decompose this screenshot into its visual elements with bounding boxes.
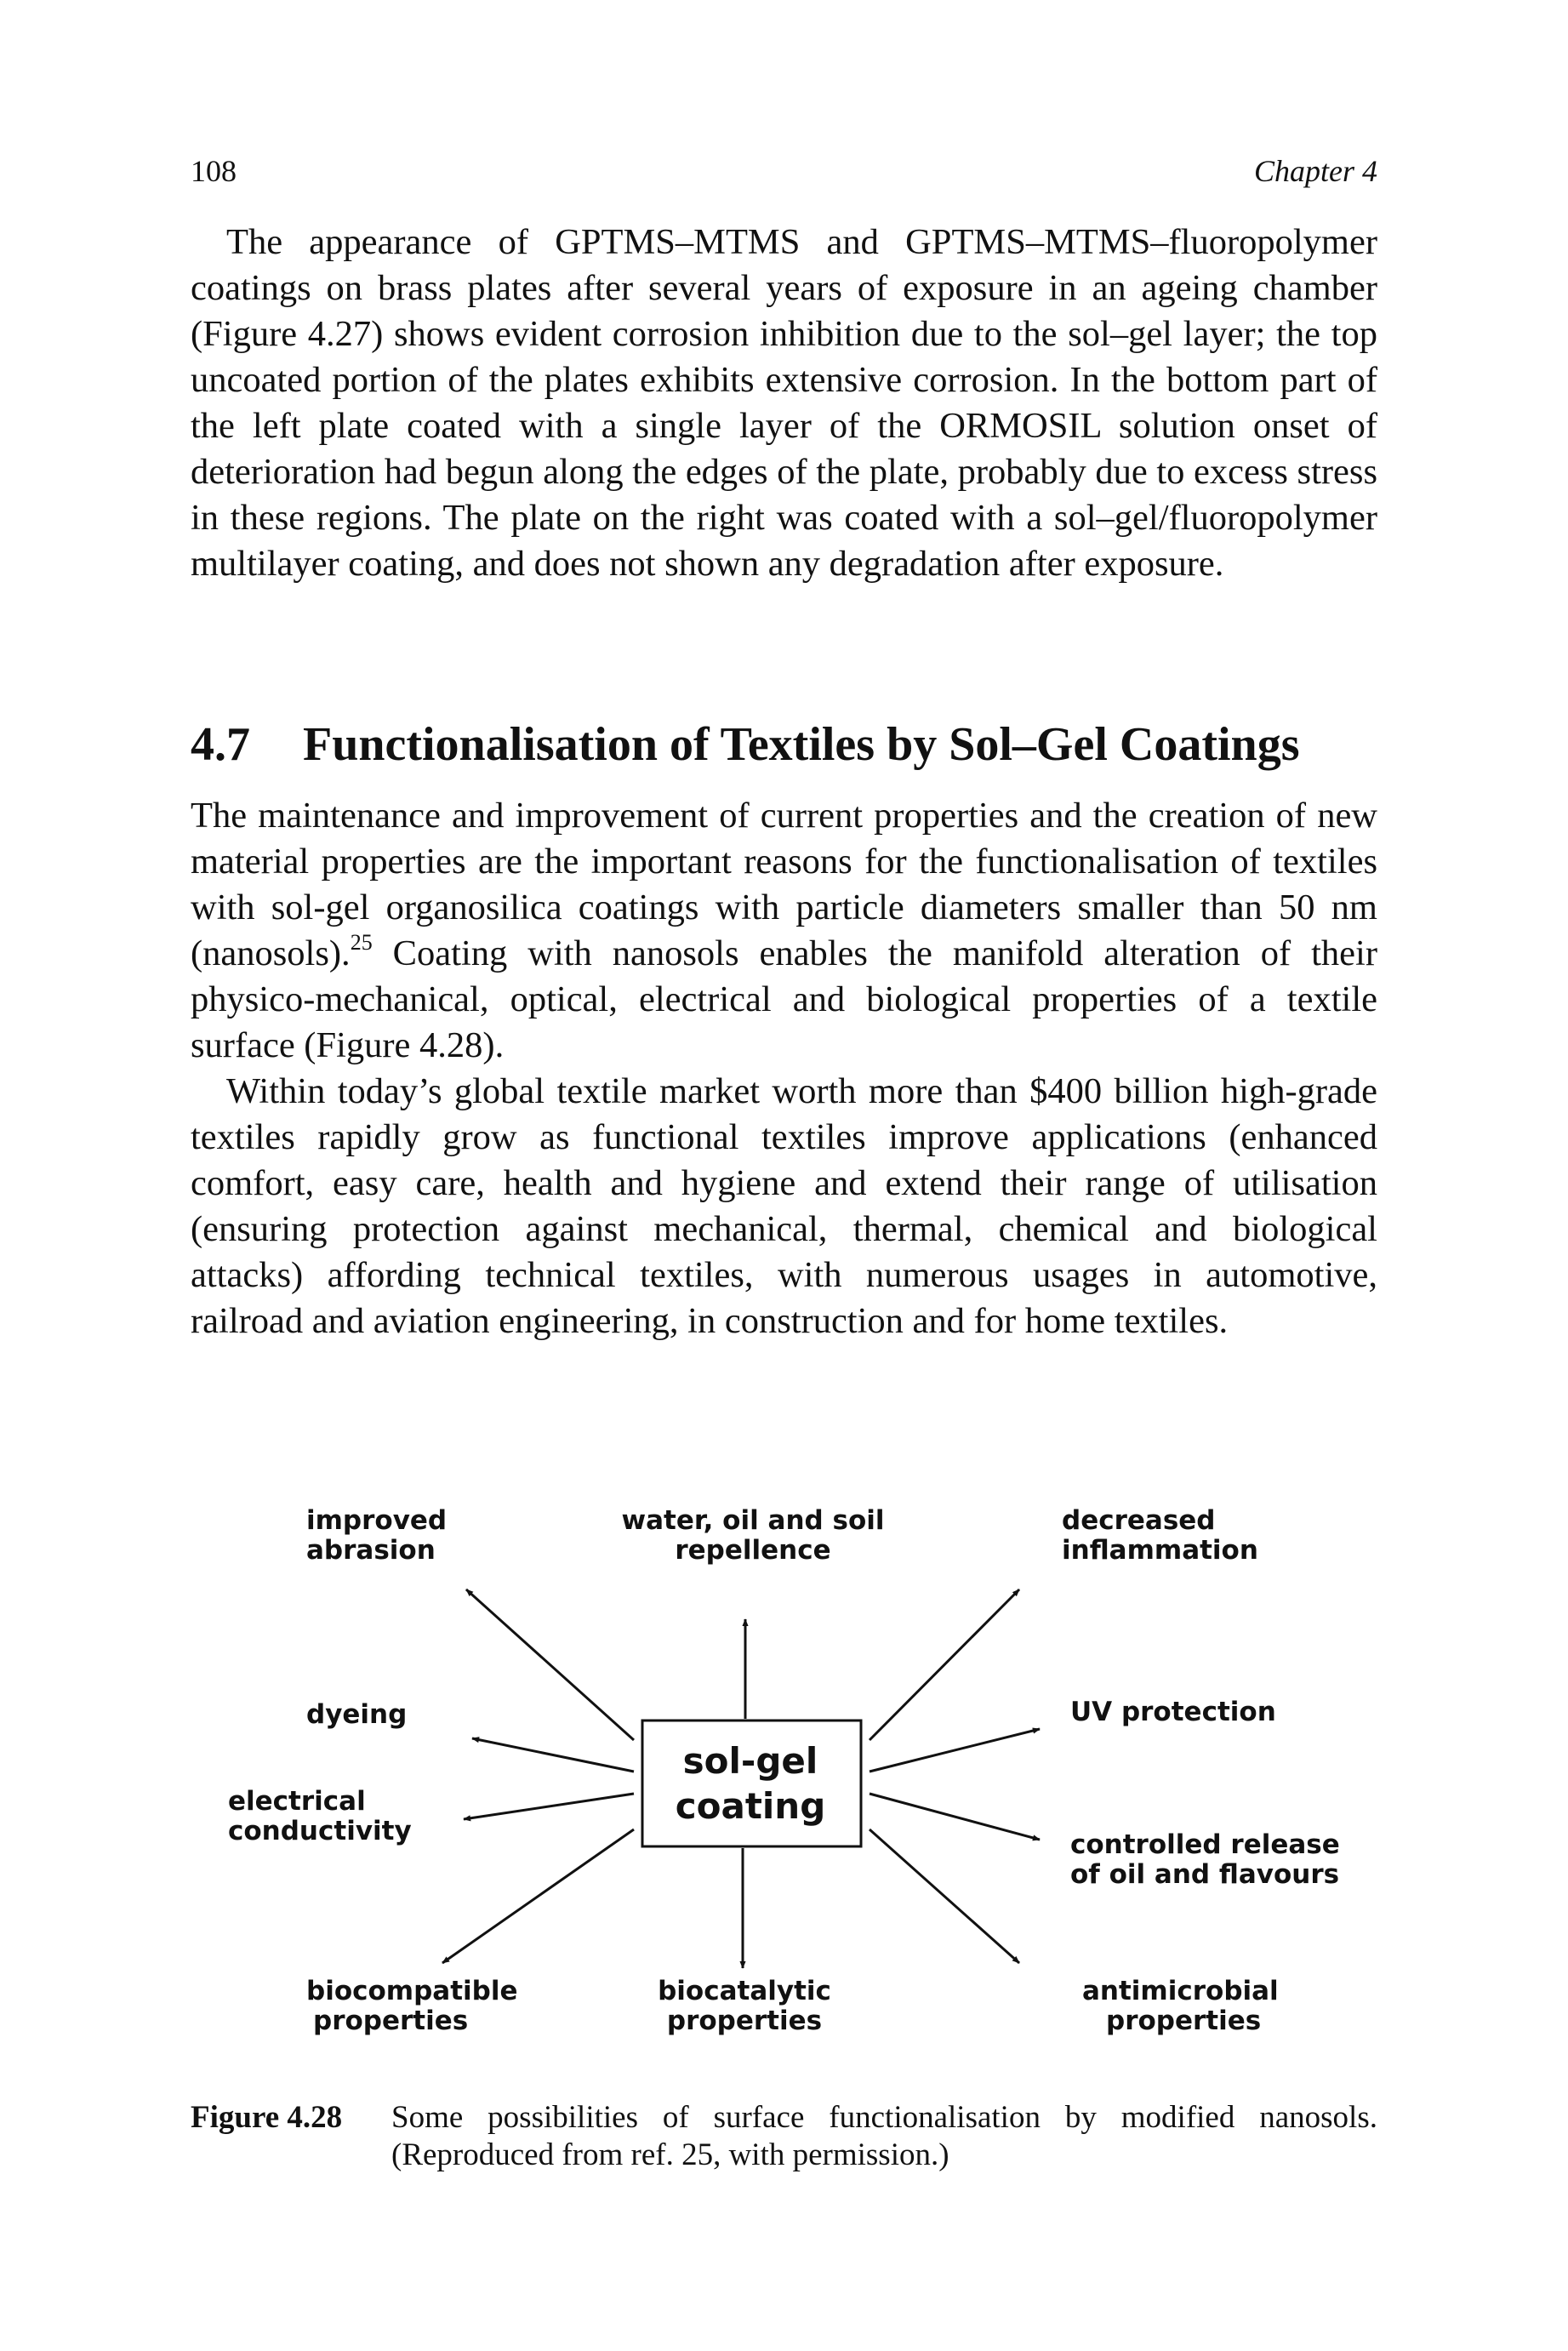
figure-caption-label: Figure 4.28 <box>191 2100 343 2135</box>
arrow-controlled-release <box>869 1792 1041 1841</box>
svg-text:conductivity: conductivity <box>228 1816 412 1846</box>
arrow-uv-protection <box>869 1727 1041 1773</box>
arrow-biocompatible <box>442 1828 635 1965</box>
section-heading: 4.7 Functionalisation of Textiles by Sol–… <box>191 716 1399 773</box>
page-number: 108 <box>191 154 237 188</box>
section-title: Functionalisation of Textiles by Sol–Gel… <box>303 718 1300 771</box>
svg-text:properties: properties <box>313 2006 468 2036</box>
label-dyeing: dyeing <box>306 1699 407 1730</box>
chapter-title: Chapter 4 <box>1253 154 1377 188</box>
label-biocompatible-properties: biocompatible properties <box>306 1976 517 2036</box>
figure-4-28-diagram: sol-gel coating improved abrasion <box>0 1498 1568 2042</box>
svg-text:improved: improved <box>306 1505 447 1536</box>
svg-text:antimicrobial: antimicrobial <box>1082 1976 1279 2006</box>
label-antimicrobial-properties: antimicrobial properties <box>1082 1976 1279 2036</box>
svg-text:biocompatible: biocompatible <box>306 1976 517 2006</box>
arrow-decreased-inflammation <box>868 1588 1021 1742</box>
svg-text:repellence: repellence <box>675 1535 830 1566</box>
svg-text:abrasion: abrasion <box>306 1535 436 1566</box>
running-head: 108 Chapter 4 <box>191 153 1377 196</box>
label-improved-abrasion: improved abrasion <box>306 1505 447 1566</box>
label-decreased-inflammation: decreased inflammation <box>1062 1505 1258 1566</box>
label-controlled-release: controlled release of oil and flavours <box>1070 1829 1340 1890</box>
arrow-antimicrobial <box>869 1828 1020 1965</box>
svg-text:dyeing: dyeing <box>306 1699 407 1730</box>
sol-gel-coating-box <box>641 1719 863 1848</box>
label-water-oil-soil-repellence: water, oil and soil repellence <box>621 1505 884 1566</box>
figure-caption-text: Some possibilities of surface functional… <box>391 2100 1377 2172</box>
svg-text:controlled release: controlled release <box>1070 1829 1340 1860</box>
svg-text:electrical: electrical <box>228 1786 366 1817</box>
svg-text:decreased: decreased <box>1062 1505 1216 1536</box>
reference-superscript: 25 <box>350 930 373 955</box>
label-biocatalytic-properties: biocatalytic properties <box>658 1976 831 2036</box>
arrow-improved-abrasion <box>465 1588 636 1742</box>
svg-text:properties: properties <box>667 2006 822 2036</box>
arrow-electrical-conductivity <box>463 1792 635 1822</box>
svg-text:properties: properties <box>1106 2006 1261 2036</box>
box-label-coating: coating <box>676 1785 826 1827</box>
figure-caption: Figure 4.28 Some possibilities of surfac… <box>191 2099 1377 2174</box>
svg-text:of oil and flavours: of oil and flavours <box>1070 1859 1339 1890</box>
paragraph-corrosion: The appearance of GPTMS–MTMS and GPTMS–M… <box>191 222 1377 584</box>
svg-text:UV protection: UV protection <box>1070 1697 1276 1727</box>
box-label-sol-gel: sol-gel <box>683 1740 818 1782</box>
paragraph-nanosols-text-1: The maintenance and improvement of curre… <box>191 796 1377 973</box>
paragraph-textile-market: Within today’s global textile market wor… <box>191 1071 1377 1341</box>
arrow-dyeing <box>471 1737 635 1773</box>
svg-text:biocatalytic: biocatalytic <box>658 1976 831 2006</box>
paragraph-nanosols-text-2: Coating with nanosols enables the manifo… <box>191 933 1377 1065</box>
svg-text:water, oil and soil: water, oil and soil <box>621 1505 884 1536</box>
label-electrical-conductivity: electrical conductivity <box>228 1786 412 1846</box>
label-uv-protection: UV protection <box>1070 1697 1276 1727</box>
paragraph-nanosols: The maintenance and improvement of curre… <box>191 793 1377 1069</box>
section-number: 4.7 <box>191 718 250 771</box>
svg-text:inflammation: inflammation <box>1062 1535 1258 1566</box>
